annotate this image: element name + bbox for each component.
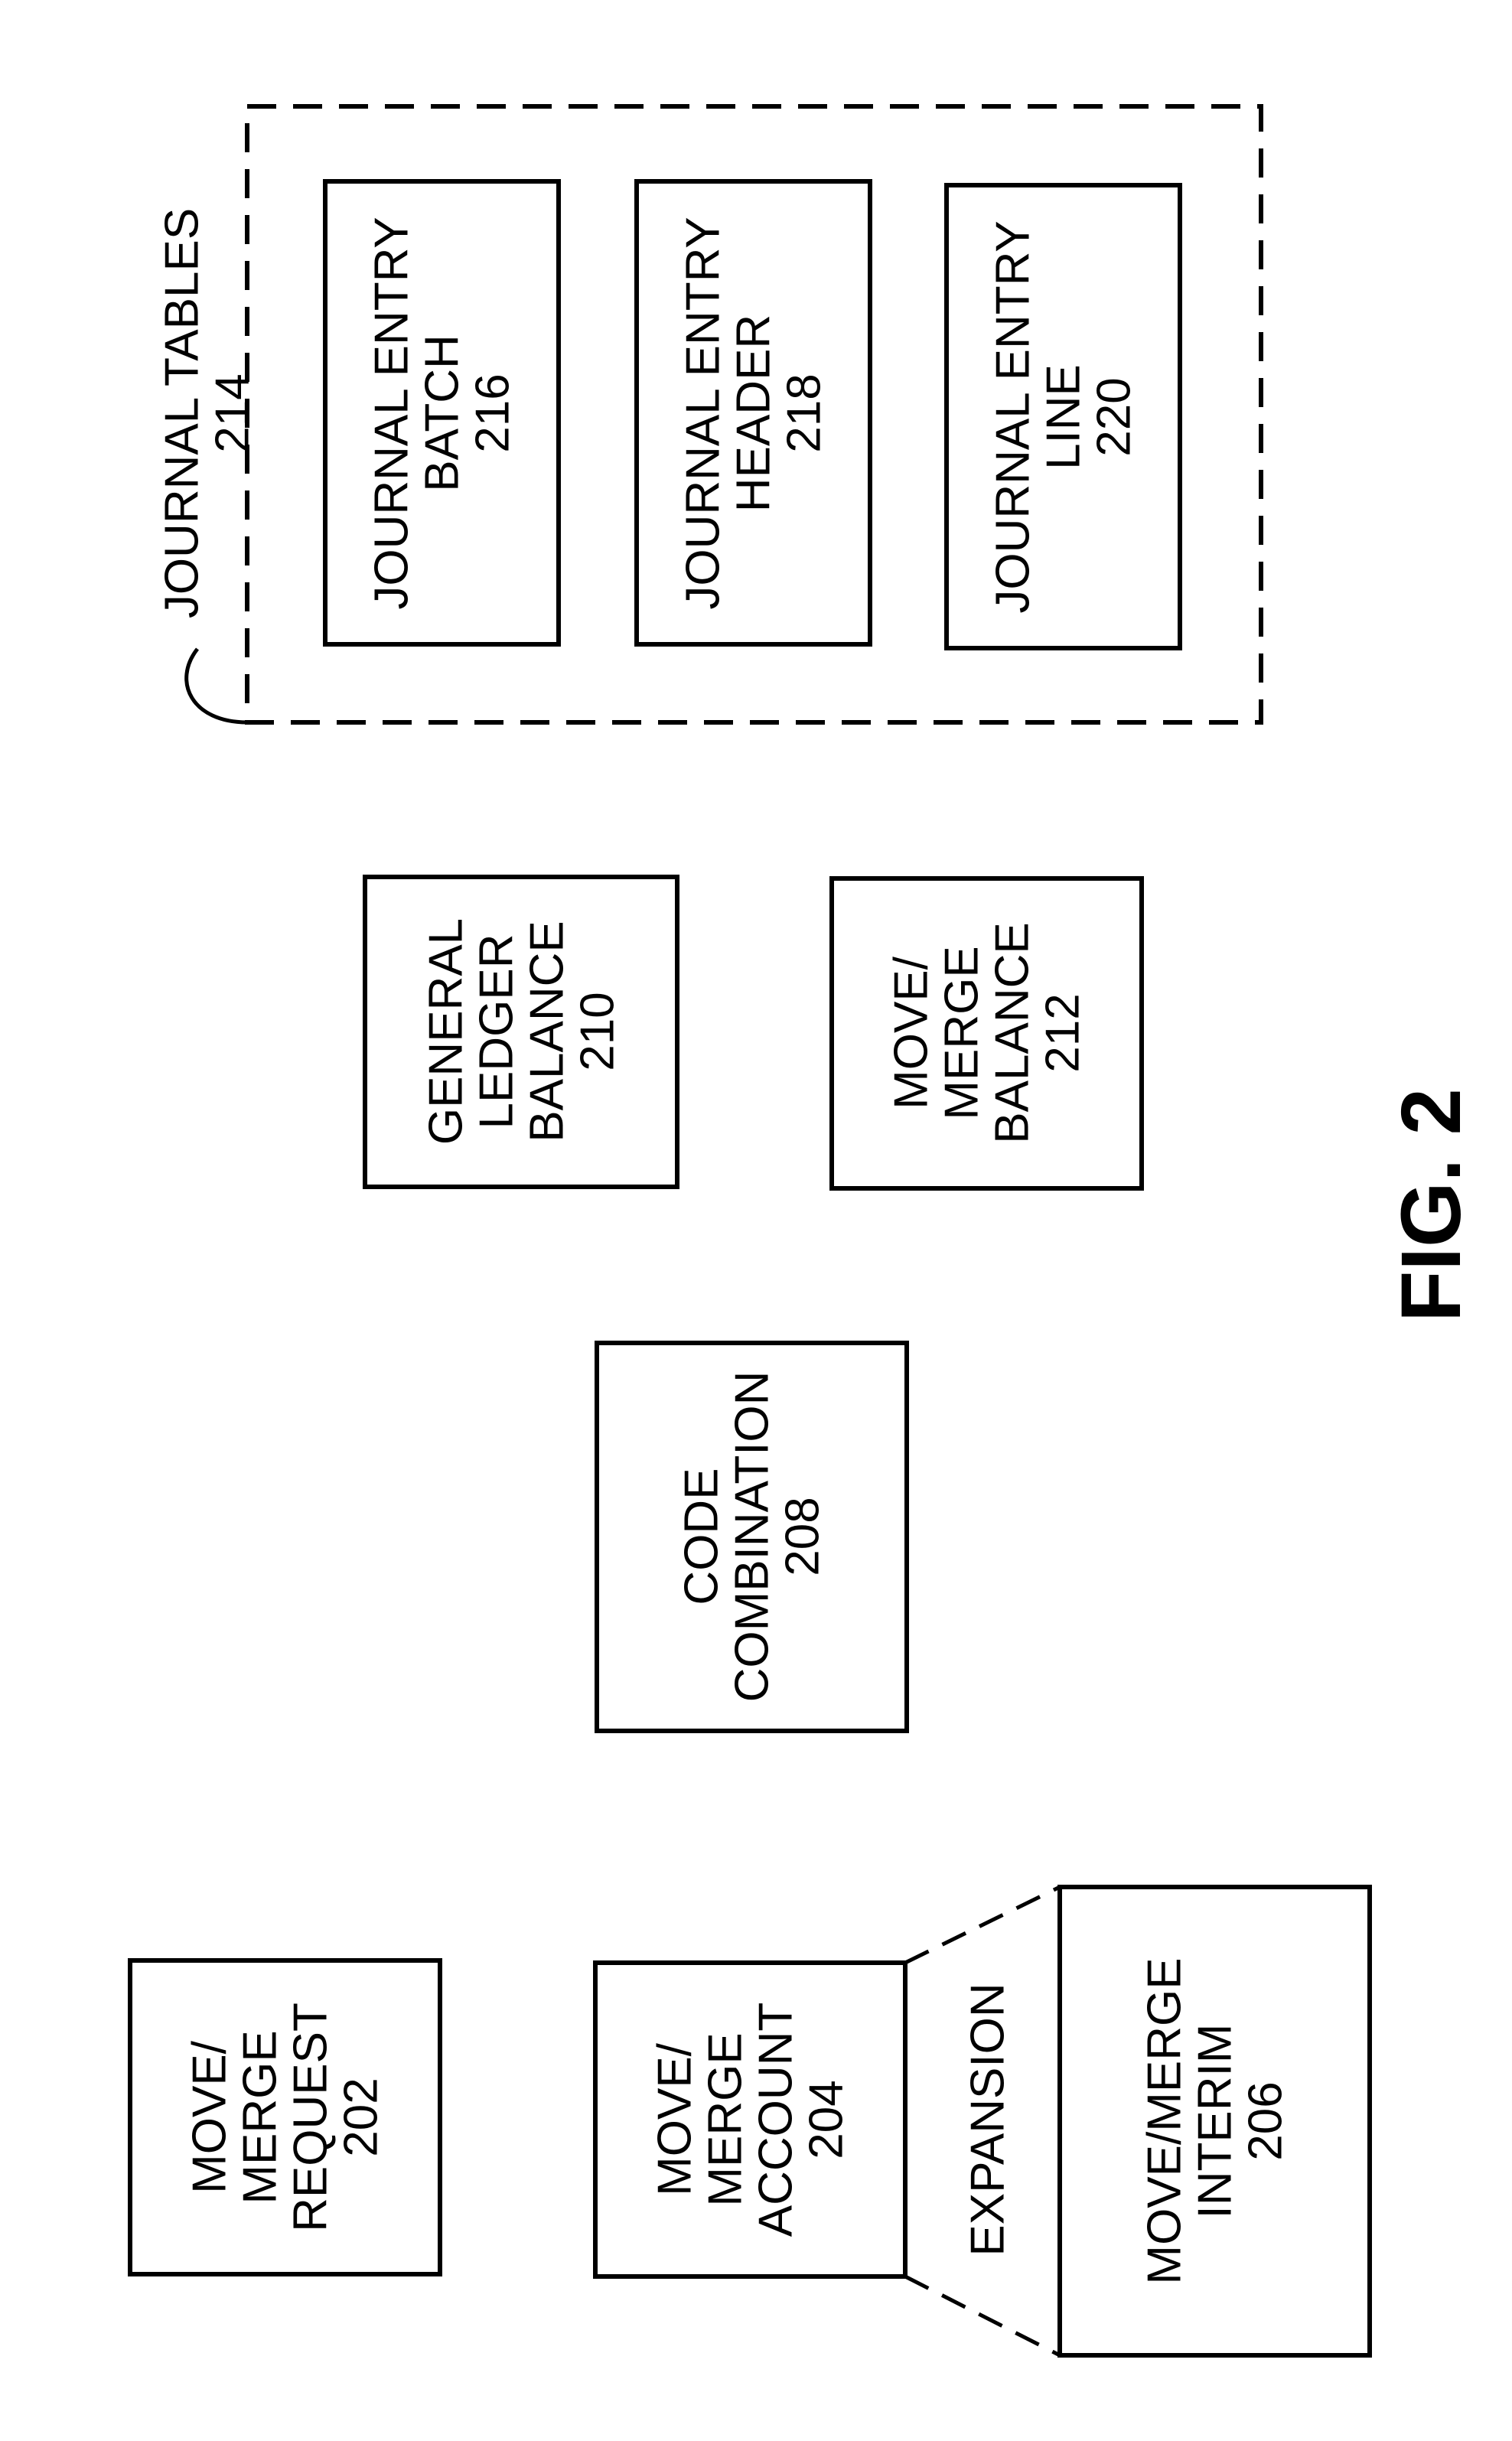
label-line: MERGE	[234, 2030, 287, 2204]
move-merge-account-box	[593, 1960, 908, 2279]
figure-label: FIG. 2	[1384, 1088, 1478, 1322]
label-line: LINE	[1038, 364, 1090, 470]
journal-tables-group	[245, 104, 1263, 725]
code-combination-box	[595, 1341, 909, 1733]
label-line: 208	[777, 1497, 829, 1576]
expansion-connector-top	[904, 1885, 1061, 1965]
move-merge-balance-label: MOVE/MERGEBALANCE212	[885, 922, 1090, 1143]
move-merge-request-label: MOVE/MERGEREQUEST202	[184, 2003, 388, 2232]
move-merge-request-box	[128, 1958, 442, 2276]
label-line: 204	[800, 2080, 853, 2159]
journal-tables-label: JOURNAL TABLES214	[156, 208, 259, 618]
general-ledger-balance-label: GENERALLEDGERBALANCE210	[420, 918, 624, 1145]
move-merge-interim-label: MOVE/MERGEINTERIM206	[1139, 1957, 1292, 2284]
label-line: MOVE/MERGE	[1139, 1957, 1191, 2284]
label-line: LEDGER	[471, 934, 523, 1129]
label-line: BALANCE	[521, 921, 574, 1142]
label-line: MERGE	[699, 2032, 752, 2206]
label-line: MERGE	[936, 946, 989, 1119]
label-line: REQUEST	[285, 2003, 337, 2232]
label-line: JOURNAL TABLES	[156, 208, 209, 618]
label-line: 212	[1037, 993, 1090, 1072]
move-merge-account-label: MOVE/MERGEACCOUNT204	[649, 2003, 853, 2237]
journal-entry-batch-label: JOURNAL ENTRYBATCH216	[366, 217, 520, 609]
label-line: MOVE/	[885, 956, 938, 1110]
label-line: 220	[1088, 377, 1141, 456]
journal-entry-header-box	[634, 179, 872, 647]
label-line: INTERIM	[1189, 2024, 1242, 2219]
label-line: ACCOUNT	[750, 2003, 803, 2237]
journal-entry-line-box	[944, 183, 1182, 650]
label-line: 214	[207, 373, 259, 452]
label-line: HEADER	[728, 314, 780, 512]
label-line: 202	[335, 2078, 388, 2156]
expansion-connector-bottom	[904, 2274, 1061, 2358]
label-line: MOVE/	[184, 2040, 236, 2194]
label-line: 218	[778, 373, 831, 452]
label-line: 216	[467, 373, 520, 452]
label-line: BATCH	[416, 334, 469, 492]
expansion-label: EXPANSION	[962, 1983, 1015, 2256]
general-ledger-balance-box	[363, 875, 679, 1189]
label-line: JOURNAL ENTRY	[987, 220, 1040, 613]
label-line: 210	[572, 992, 624, 1071]
label-line: 206	[1240, 2081, 1292, 2160]
label-line: BALANCE	[986, 922, 1039, 1143]
move-merge-balance-box	[829, 876, 1144, 1191]
label-line: CODE	[676, 1468, 728, 1605]
label-line: JOURNAL ENTRY	[366, 217, 419, 609]
label-line: JOURNAL ENTRY	[677, 217, 730, 609]
label-line: MOVE/	[649, 2042, 702, 2196]
journal-entry-header-label: JOURNAL ENTRYHEADER218	[677, 217, 831, 609]
move-merge-interim-box	[1057, 1885, 1372, 2358]
journal-entry-line-label: JOURNAL ENTRYLINE220	[987, 220, 1141, 613]
code-combination-label: CODECOMBINATION208	[676, 1371, 829, 1703]
label-line: COMBINATION	[726, 1371, 779, 1703]
label-line: GENERAL	[420, 918, 473, 1145]
journal-tables-leader	[184, 647, 248, 725]
journal-entry-batch-box	[323, 179, 561, 647]
